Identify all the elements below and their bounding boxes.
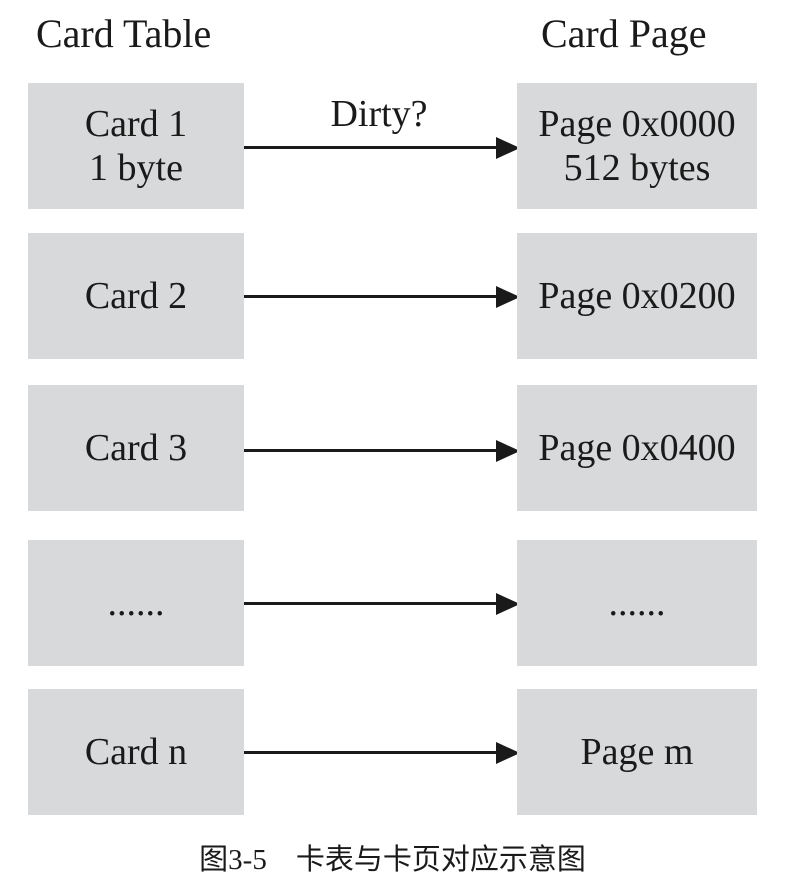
arrow-line: [244, 295, 496, 298]
figure-caption: 图3-5 卡表与卡页对应示意图: [199, 844, 586, 876]
page-box-3: Page 0x0400: [517, 385, 757, 511]
card-box-ellipsis: ......: [28, 540, 244, 666]
arrow-line: [244, 751, 496, 754]
arrow-line: [244, 602, 496, 605]
card-page-column-header: Card Page: [541, 11, 707, 56]
arrow-head: [496, 741, 520, 764]
card-box-n: Card n: [28, 689, 244, 815]
dirty-arrow-label: Dirty?: [330, 93, 428, 135]
card-box-1: Card 1 1 byte: [28, 83, 244, 209]
page-box-1: Page 0x0000 512 bytes: [517, 83, 757, 209]
arrow-head: [496, 439, 520, 462]
page-box-2: Page 0x0200: [517, 233, 757, 359]
arrow-line: [244, 146, 496, 149]
arrow-head: [496, 285, 520, 308]
arrow-line: [244, 449, 496, 452]
card-box-2: Card 2: [28, 233, 244, 359]
arrow-head: [496, 136, 520, 159]
arrow-head: [496, 592, 520, 615]
card-box-3: Card 3: [28, 385, 244, 511]
page-box-m: Page m: [517, 689, 757, 815]
card-table-column-header: Card Table: [36, 11, 212, 56]
page-box-ellipsis: ......: [517, 540, 757, 666]
